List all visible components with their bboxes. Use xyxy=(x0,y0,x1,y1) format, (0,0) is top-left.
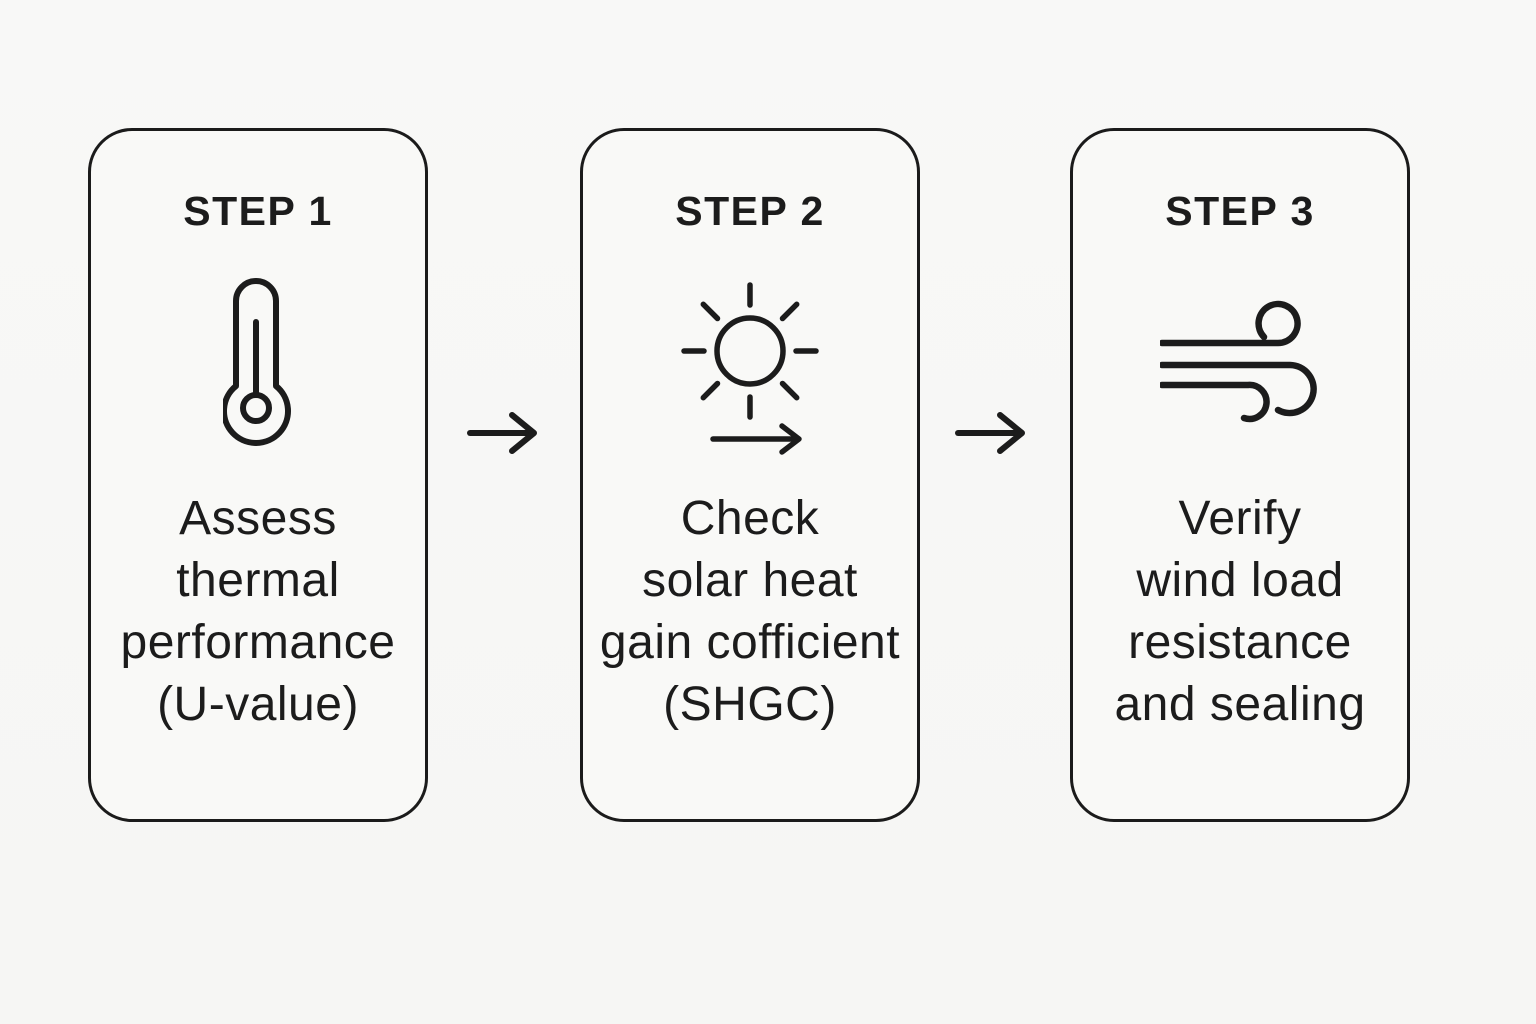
step-description: Assess thermal performance (U-value) xyxy=(121,488,396,736)
step-label: STEP 2 xyxy=(675,188,825,234)
wind-icon xyxy=(1160,300,1320,425)
description-line: thermal xyxy=(176,554,340,607)
step-icon-wrap xyxy=(1160,275,1320,450)
step-label: STEP 3 xyxy=(1165,188,1315,234)
arrow-connector-2 xyxy=(955,411,1027,455)
description-line: Assess xyxy=(179,492,337,545)
step-card-3: STEP 3 Verify wind load resistance and s… xyxy=(1070,128,1410,822)
sun-arrow-icon xyxy=(680,268,820,458)
step-description: Verify wind load resistance and sealing xyxy=(1114,488,1365,736)
description-line: gain cofficient xyxy=(599,616,901,669)
step-label: STEP 1 xyxy=(183,188,333,234)
description-line: (SHGC) xyxy=(663,678,837,731)
description-line: Verify xyxy=(1178,492,1302,545)
description-line: resistance xyxy=(1128,616,1352,669)
right-arrow-icon xyxy=(467,411,539,455)
arrow-connector-1 xyxy=(467,411,539,455)
step-card-1: STEP 1 Assess thermal performance (U-val… xyxy=(88,128,428,822)
step-icon-wrap xyxy=(680,275,820,455)
right-arrow-icon xyxy=(955,411,1027,455)
description-line: solar heat xyxy=(642,554,858,607)
step-card-2: STEP 2 Check solar h xyxy=(580,128,920,822)
thermometer-icon xyxy=(223,277,293,448)
description-line: (U-value) xyxy=(157,678,359,731)
description-line: wind load xyxy=(1136,554,1344,607)
step-description: Check solar heat gain cofficient (SHGC) xyxy=(600,488,900,736)
description-line: Check xyxy=(680,492,820,545)
step-icon-wrap xyxy=(223,275,293,450)
description-line: and sealing xyxy=(1114,678,1366,731)
description-line: performance xyxy=(120,616,396,669)
